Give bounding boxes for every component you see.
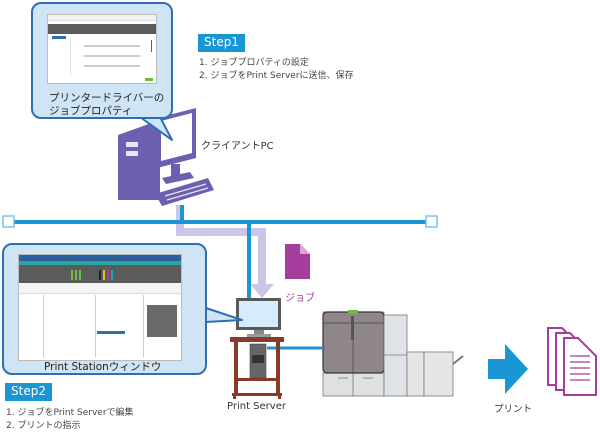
driver-properties-thumbnail <box>47 14 157 84</box>
driver-bubble-label-line1: プリンタードライバーの <box>49 92 165 104</box>
step1-line-1: 1. ジョブプロパティの設定 <box>199 58 309 68</box>
print-label: プリント <box>494 404 533 415</box>
step2-line-2: 2. プリントの指示 <box>6 421 81 431</box>
job-label: ジョブ <box>285 293 315 304</box>
step2-badge: Step2 <box>5 383 52 401</box>
step1-badge: Step1 <box>198 34 245 52</box>
driver-bubble-label-line2: ジョブプロパティ <box>49 105 133 117</box>
client-pc-icon <box>118 108 214 206</box>
print-station-thumbnail <box>18 254 182 361</box>
print-station-bubble: Print Stationウィンドウ <box>2 243 207 375</box>
network-terminal-left <box>2 215 15 228</box>
print-arrow-icon <box>488 344 528 394</box>
client-pc-label: クライアントPC <box>201 141 274 152</box>
printed-pages-icon <box>547 327 597 396</box>
print-server-icon <box>230 298 284 399</box>
station-bubble-label: Print Stationウィンドウ <box>44 361 162 373</box>
print-server-label: Print Server <box>227 401 286 412</box>
driver-properties-bubble: プリンタードライバーの ジョブプロパティ <box>31 2 173 119</box>
job-flow-arrowhead <box>250 284 274 298</box>
production-printer-icon <box>322 310 464 397</box>
network-terminal-right <box>425 215 438 228</box>
step2-line-1: 1. ジョブをPrint Serverで編集 <box>6 408 134 418</box>
job-document-icon <box>285 244 310 279</box>
step1-line-2: 2. ジョブをPrint Serverに送信、保存 <box>199 71 354 81</box>
